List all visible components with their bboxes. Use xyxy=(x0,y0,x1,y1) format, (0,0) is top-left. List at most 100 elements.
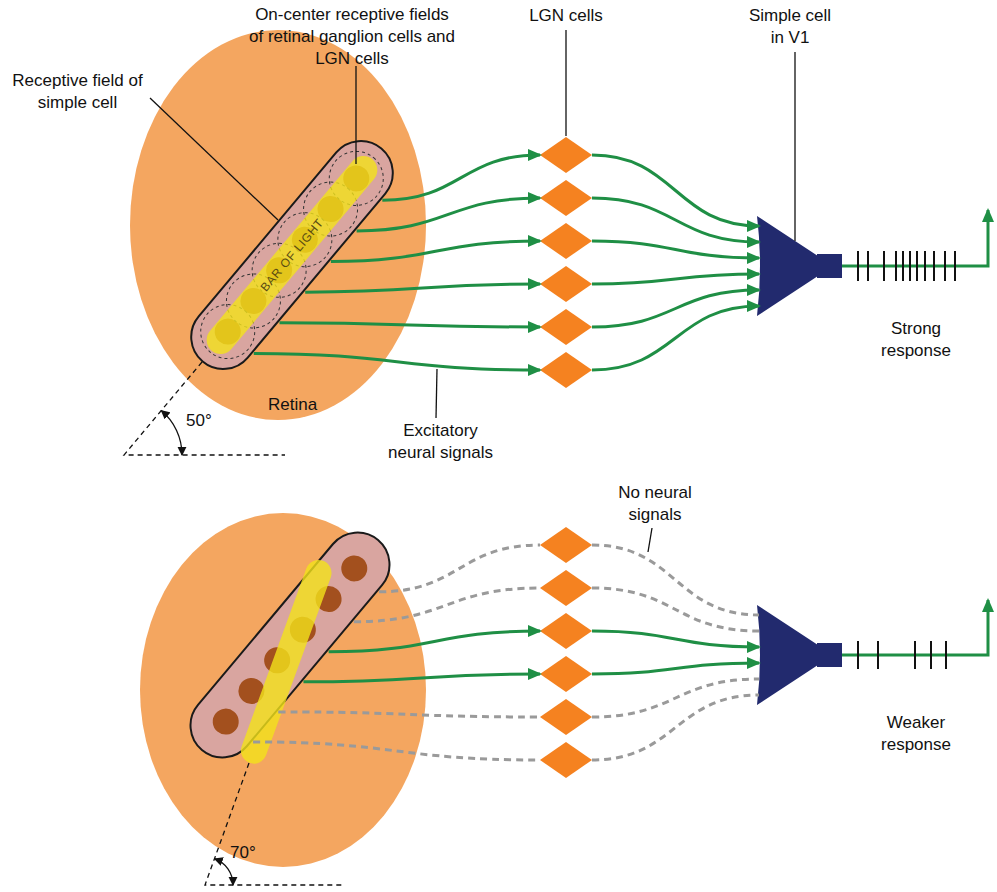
diamond-shape xyxy=(540,309,592,345)
callout-label: Receptive field of simple cell xyxy=(0,70,155,114)
lgn-cell-diamond-outline xyxy=(540,527,592,563)
silent-signal-line xyxy=(379,545,540,592)
lgn-cell-diamond xyxy=(540,742,592,778)
excitatory-signal-arrow xyxy=(592,663,759,674)
angle-arc xyxy=(161,411,182,455)
on-center-field xyxy=(207,703,244,740)
lgn-cell-diamond-outline xyxy=(540,570,592,606)
node-text: Retina xyxy=(268,394,348,416)
node-text: LGN cells xyxy=(511,5,621,27)
simple-cell-body-outline xyxy=(757,603,842,707)
connector-group xyxy=(253,155,759,760)
leader-lines xyxy=(150,30,795,552)
silent-signal-line xyxy=(592,588,759,631)
lgn-cell-diamond xyxy=(540,656,592,692)
on-center-field xyxy=(310,581,347,618)
lgn-cell-diamond-outline xyxy=(540,223,592,259)
lgn-cell-diamond xyxy=(540,570,592,606)
lgn-cell-diamond-outline xyxy=(540,656,592,692)
excitatory-signal-arrow xyxy=(382,155,540,200)
silent-signal-line xyxy=(354,588,540,622)
angle-guide xyxy=(205,763,345,885)
output-axon xyxy=(842,210,988,266)
excitatory-signal-arrow xyxy=(592,155,759,226)
capsule-shape xyxy=(177,519,402,770)
diamond-shape xyxy=(540,742,592,778)
excitatory-signal-arrow xyxy=(592,290,759,327)
simple-cell-body: Simple cell in V1 xyxy=(757,214,842,318)
lgn-cell-diamond xyxy=(540,223,592,259)
diamond-shape xyxy=(540,527,592,563)
on-center-field xyxy=(233,673,270,710)
on-center-fields xyxy=(207,550,372,740)
excitatory-signal-arrow xyxy=(329,631,540,652)
leader-line xyxy=(436,369,437,418)
simple-cell-body-outline xyxy=(757,214,842,318)
excitatory-signal-arrow xyxy=(592,631,759,647)
angle-guide xyxy=(124,362,285,455)
lgn-cell-diamond-outline xyxy=(540,613,592,649)
on-center-field xyxy=(259,642,296,679)
diamond-shape xyxy=(540,266,592,302)
soma-shape xyxy=(757,216,821,316)
lgn-cell-diamond xyxy=(540,699,592,735)
capsule-shape xyxy=(178,128,406,382)
diamond-shape xyxy=(540,137,592,173)
output-axon xyxy=(842,600,988,655)
leader-line xyxy=(648,528,652,552)
light-bar xyxy=(237,556,335,767)
response-label: Weaker response xyxy=(866,712,966,756)
diamond-shape xyxy=(540,656,592,692)
diamond-shape xyxy=(540,352,592,388)
silent-signal-line xyxy=(592,679,759,717)
spike-train xyxy=(858,251,955,281)
on-center-field xyxy=(285,611,322,648)
lgn-cell-diamond-outline xyxy=(540,180,592,216)
retina-oval: BAR OF LIGHTRetina xyxy=(130,30,426,420)
axon-hillock xyxy=(817,254,842,278)
callout-label: Excitatory neural signals xyxy=(383,420,498,464)
lgn-cell-diamond xyxy=(540,352,592,388)
excitatory-signal-arrow xyxy=(254,353,540,370)
spike-train xyxy=(858,641,946,669)
excitatory-signal-arrow xyxy=(592,241,759,258)
diamond-shape xyxy=(540,699,592,735)
leader-line xyxy=(150,98,278,220)
lgn-cell-diamond xyxy=(540,180,592,216)
silent-signal-line xyxy=(253,742,540,760)
excitatory-signal-arrow xyxy=(592,306,759,370)
soma-shape xyxy=(757,605,821,705)
lgn-cell-diamond-outline xyxy=(540,699,592,735)
lgn-cell-diamond: LGN cells xyxy=(540,137,592,173)
simple-cell-body xyxy=(757,603,842,707)
leader-line xyxy=(565,30,566,136)
lgn-cell-diamond-outline xyxy=(540,309,592,345)
lgn-cell-diamond xyxy=(540,309,592,345)
lgn-cell-diamond-outline xyxy=(540,137,592,173)
axon-hillock xyxy=(817,643,842,667)
lgn-cell-diamond-outline xyxy=(540,266,592,302)
excitatory-signal-arrow xyxy=(592,274,759,284)
excitatory-signal-arrow xyxy=(305,284,540,292)
lgn-cell-diamond-outline xyxy=(540,352,592,388)
angle-arc xyxy=(215,859,233,885)
retina-shape xyxy=(140,513,426,867)
response-label: Strong response xyxy=(866,318,966,362)
on-center-fields xyxy=(190,140,395,369)
silent-signal-line xyxy=(592,545,759,615)
callout-label: No neural signals xyxy=(600,482,710,526)
bar-shape xyxy=(201,150,383,360)
retina-shape xyxy=(130,30,426,420)
silent-signal-line xyxy=(592,695,759,760)
diamond-shape xyxy=(540,223,592,259)
excitatory-signal-arrow xyxy=(303,674,540,682)
node-text: Simple cell in V1 xyxy=(740,5,840,49)
lgn-cell-diamond xyxy=(540,266,592,302)
excitatory-signal-arrow xyxy=(592,198,759,242)
on-center-field xyxy=(336,550,373,587)
excitatory-signal-arrow xyxy=(279,323,540,327)
retina-oval xyxy=(140,513,426,867)
diamond-shape xyxy=(540,570,592,606)
